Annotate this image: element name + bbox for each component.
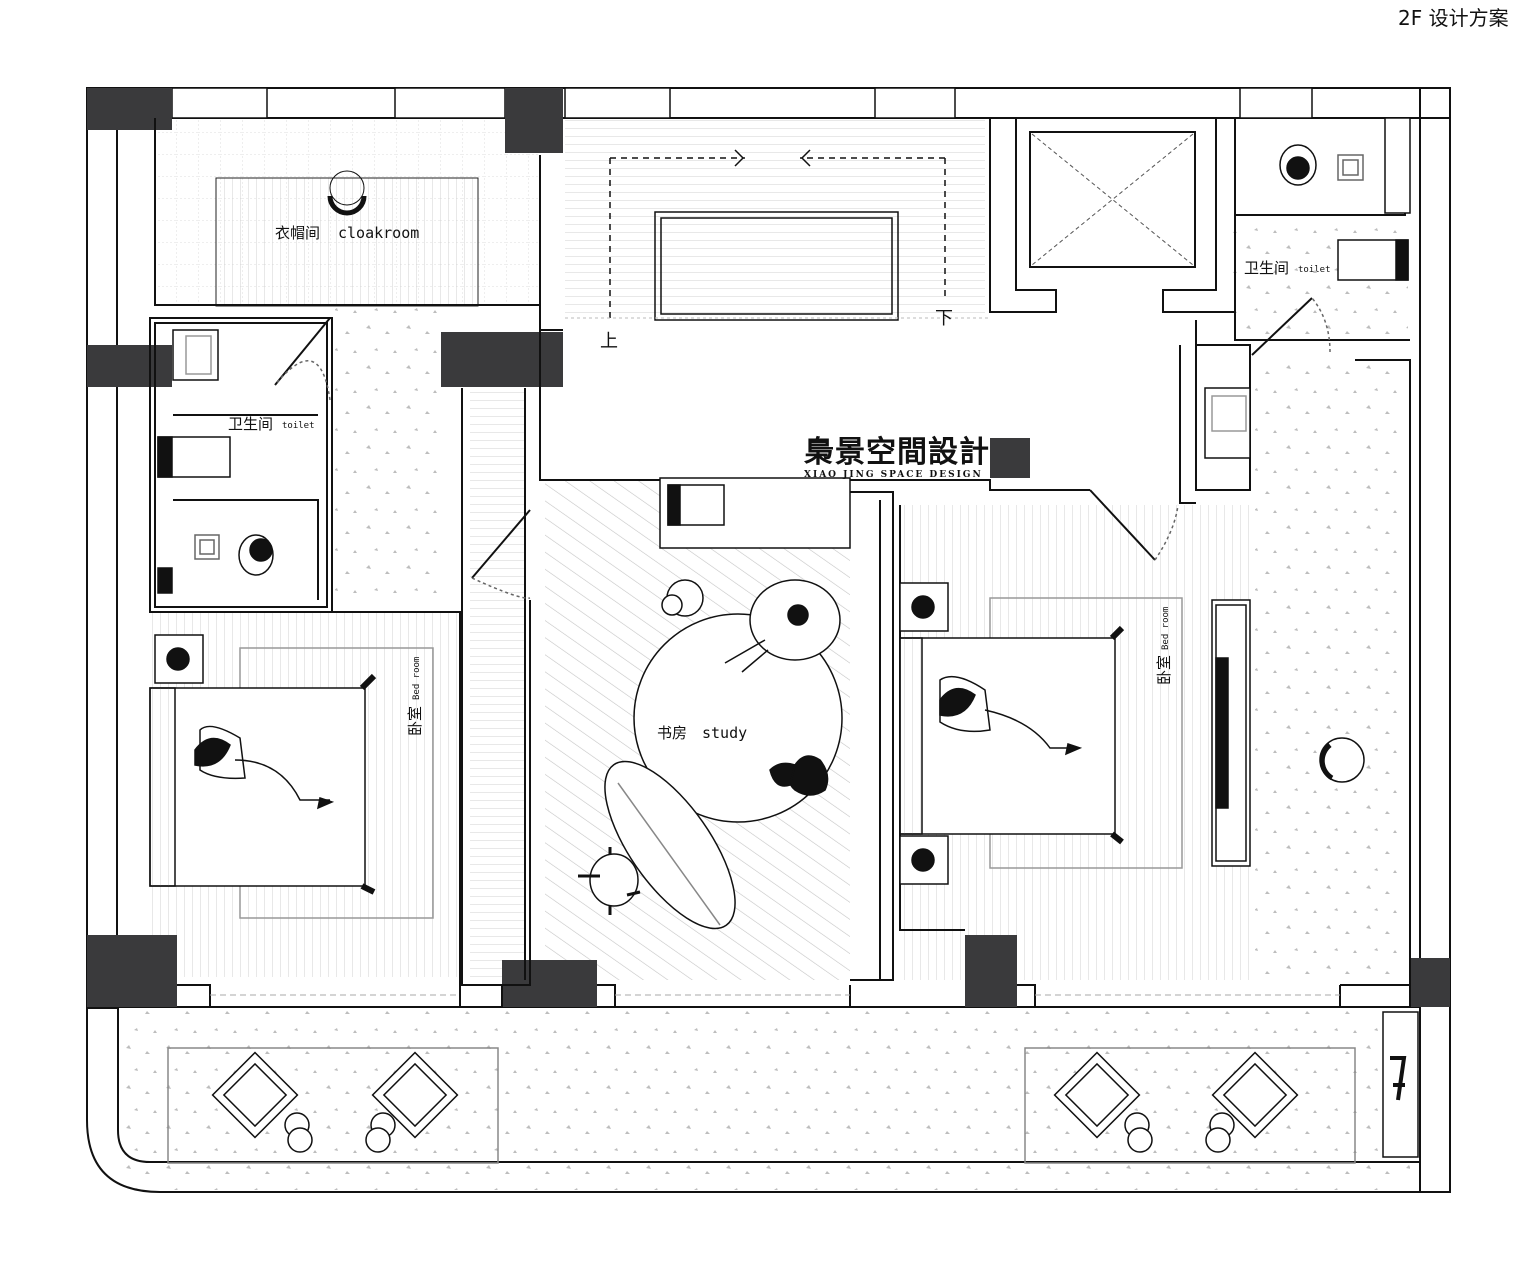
left-toilet-label-en: toilet: [282, 421, 315, 431]
cloakroom-mirror: [327, 170, 367, 216]
columns: [87, 88, 1450, 1007]
study-label-cn: 书房: [657, 724, 688, 742]
staircase: [565, 149, 990, 322]
brand-logo-subtext: XIAO JING SPACE DESIGN: [804, 470, 983, 480]
right-toilet-label-cn: 卫生间: [1244, 259, 1290, 277]
right-toilet-fixtures: [1204, 117, 1411, 459]
elevator-shaft: [1031, 133, 1194, 266]
floor-textures: [120, 118, 1410, 1190]
windows: [171, 87, 1419, 1158]
right-bedroom-furniture: [899, 582, 1365, 885]
cloakroom-label-cn: 衣帽间: [275, 224, 321, 242]
doors: [274, 297, 1331, 599]
stair-up-label: 上: [600, 331, 618, 352]
study-furniture: [578, 477, 851, 930]
page-title: 2F 设计方案: [1398, 6, 1509, 30]
cloakroom-label-en: cloakroom: [338, 224, 420, 242]
right-bedroom-label-en: Bed room: [1161, 606, 1171, 650]
right-bedroom-label-cn: 卧室: [1155, 654, 1173, 685]
brand-logo-text: 梟景空間設計: [804, 435, 990, 470]
right-toilet-label-en: toilet: [1298, 265, 1331, 275]
terrace-furniture: [167, 1047, 1407, 1164]
left-bedroom-label-en: Bed room: [412, 656, 422, 700]
left-bedroom-furniture: [149, 634, 434, 919]
study-label-en: study: [702, 724, 748, 742]
left-toilet-fixtures: [157, 329, 274, 594]
stair-down-label: 下: [935, 308, 953, 329]
interior-walls: [149, 117, 1411, 1008]
left-toilet-label-cn: 卫生间: [228, 415, 274, 433]
left-bedroom-label-cn: 卧室: [406, 705, 424, 736]
